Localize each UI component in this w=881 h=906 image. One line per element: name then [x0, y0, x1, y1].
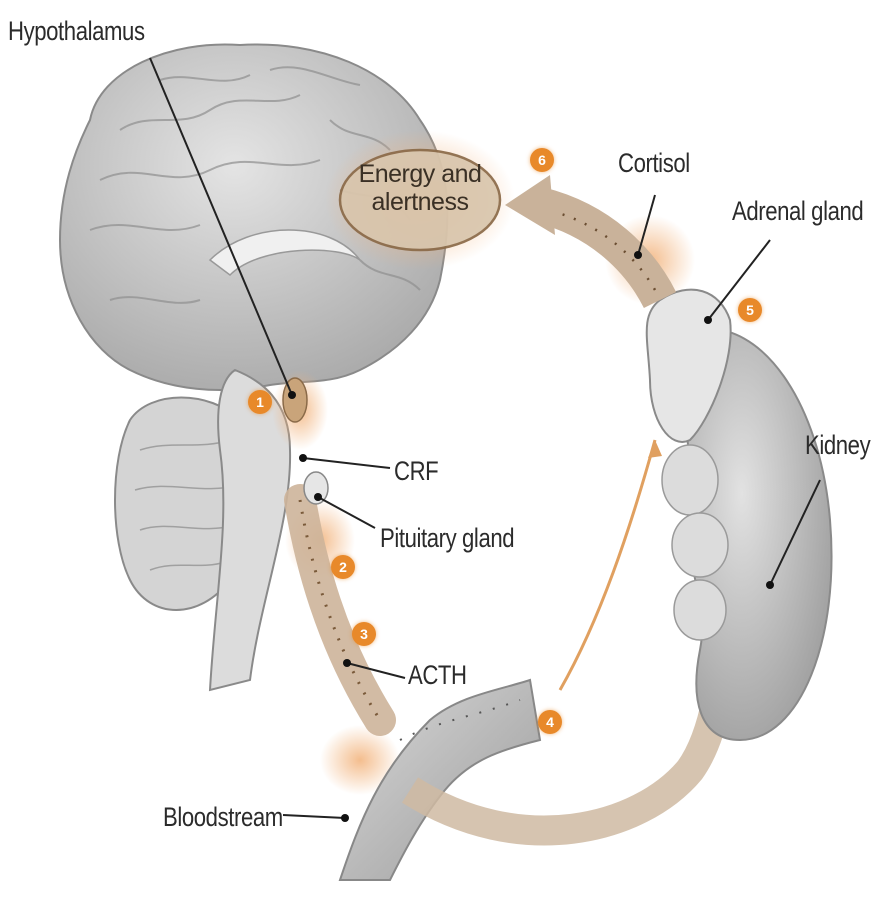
- step-badge-1: 1: [248, 390, 272, 414]
- energy-line-1: Energy and: [352, 160, 488, 188]
- step-badge-4: 4: [538, 710, 562, 734]
- step-badge-2: 2: [331, 555, 355, 579]
- label-cortisol: Cortisol: [618, 150, 690, 177]
- energy-alertness-text: Energy and alertness: [352, 160, 488, 216]
- step-badge-3: 3: [352, 622, 376, 646]
- label-crf: CRF: [394, 458, 438, 485]
- energy-line-2: alertness: [352, 188, 488, 216]
- step-badge-5: 5: [738, 298, 762, 322]
- label-acth: ACTH: [408, 662, 467, 689]
- label-bloodstream: Bloodstream: [163, 804, 283, 831]
- signal-arrow: [560, 440, 655, 690]
- step-badge-6: 6: [530, 148, 554, 172]
- label-kidney: Kidney: [805, 432, 870, 459]
- kidney-lobes: [662, 445, 728, 640]
- label-adrenal-gland: Adrenal gland: [732, 198, 863, 225]
- label-hypothalamus: Hypothalamus: [8, 18, 145, 45]
- label-pituitary-gland: Pituitary gland: [380, 525, 514, 552]
- cortisol-arrowhead: [505, 175, 555, 235]
